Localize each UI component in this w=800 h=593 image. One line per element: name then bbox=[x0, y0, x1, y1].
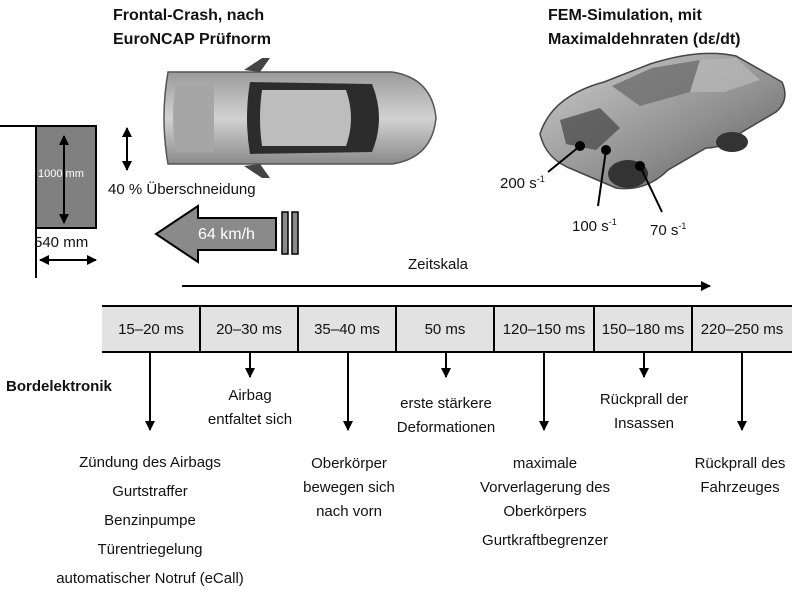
timeline-cell: 220–250 ms bbox=[700, 320, 784, 338]
event-airbag-line: Airbag bbox=[228, 387, 272, 404]
event-rebound-vehicle-line: Rückprall des bbox=[694, 455, 786, 472]
timeline-cell: 120–150 ms bbox=[502, 320, 586, 338]
timeline-cell: 15–20 ms bbox=[118, 320, 184, 338]
strain-rate-200-exp: -1 bbox=[536, 174, 545, 184]
speed-label: 64 km/h bbox=[198, 226, 255, 243]
event-airbag-ignition-line: Benzinpumpe bbox=[104, 512, 196, 529]
left-title: Frontal-Crash, nach EuroNCAP Prüfnorm bbox=[113, 4, 271, 52]
strain-rate-100-exp: -1 bbox=[608, 217, 617, 227]
strain-rate-70-value: 70 s bbox=[650, 222, 679, 239]
strain-rate-200: 200 s-1 bbox=[500, 175, 545, 193]
event-airbag-ignition: Zündung des Airbags Gurtstraffer Benzinp… bbox=[20, 448, 280, 593]
event-airbag-ignition-line: Türentriegelung bbox=[97, 541, 203, 558]
strain-rate-70: 70 s-1 bbox=[650, 222, 686, 240]
fem-car-image bbox=[539, 52, 786, 213]
event-deformation-line: Deformationen bbox=[396, 419, 496, 436]
timeline-cell: 35–40 ms bbox=[314, 320, 380, 338]
event-rebound-vehicle: Rückprall des Fahrzeuges bbox=[680, 452, 800, 500]
event-max-displacement-line: maximale bbox=[512, 455, 578, 472]
timescale-label: Zeitskala bbox=[408, 256, 469, 273]
overlap-label: 40 % Überschneidung bbox=[108, 181, 256, 198]
event-upper-body-line: bewegen sich bbox=[303, 479, 395, 496]
event-arrows bbox=[145, 352, 747, 431]
event-deformation-line: erste stärkere bbox=[400, 395, 492, 412]
event-airbag-ignition-line: automatischer Notruf (eCall) bbox=[56, 570, 244, 587]
event-rebound-occupants-line: Rückprall der bbox=[599, 391, 689, 408]
speed-arrow bbox=[154, 204, 299, 264]
event-rebound-vehicle-line: Fahrzeuges bbox=[700, 479, 780, 496]
car-top-view-image bbox=[163, 58, 437, 178]
left-title-line-1: Frontal-Crash, nach bbox=[113, 7, 265, 24]
event-deformation: erste stärkere Deformationen bbox=[376, 392, 516, 440]
event-max-displacement-line: Vorverlagerung des bbox=[479, 479, 611, 496]
right-title-line-2: Maximaldehnraten (dε/dt) bbox=[548, 31, 741, 48]
barrier-width-label: 540 mm bbox=[34, 234, 89, 251]
timeline-cell: 150–180 ms bbox=[601, 320, 685, 338]
event-max-displacement-line: Oberkörpers bbox=[503, 503, 587, 520]
barrier-height-label: 1000 mm bbox=[38, 168, 84, 180]
timeline-bar bbox=[102, 305, 792, 353]
right-title-line-1: FEM-Simulation, mit bbox=[548, 7, 702, 24]
event-airbag: Airbag entfaltet sich bbox=[190, 384, 310, 432]
left-title-line-2: EuroNCAP Prüfnorm bbox=[113, 31, 271, 48]
strain-rate-100-value: 100 s bbox=[572, 218, 609, 235]
event-max-displacement: maximale Vorverlagerung des Oberkörpers … bbox=[460, 452, 630, 553]
right-title: FEM-Simulation, mit Maximaldehnraten (dε… bbox=[548, 4, 741, 52]
event-airbag-ignition-line: Zündung des Airbags bbox=[79, 454, 221, 471]
strain-rate-100: 100 s-1 bbox=[572, 218, 617, 236]
strain-rate-200-value: 200 s bbox=[500, 175, 537, 192]
event-rebound-occupants-line: Insassen bbox=[613, 415, 675, 432]
event-max-displacement-line: Gurtkraftbegrenzer bbox=[482, 532, 608, 549]
barrier bbox=[0, 125, 97, 278]
timeline-cell: 20–30 ms bbox=[216, 320, 282, 338]
event-upper-body-line: Oberkörper bbox=[311, 455, 387, 472]
bordelektronik-label: Bordelektronik bbox=[6, 378, 112, 395]
event-rebound-occupants: Rückprall der Insassen bbox=[574, 388, 714, 436]
strain-rate-70-exp: -1 bbox=[678, 221, 687, 231]
event-upper-body: Oberkörper bewegen sich nach vorn bbox=[284, 452, 414, 524]
timeline-cell: 50 ms bbox=[424, 320, 466, 338]
event-upper-body-line: nach vorn bbox=[316, 503, 382, 520]
event-airbag-line: entfaltet sich bbox=[207, 411, 293, 428]
event-airbag-ignition-line: Gurtstraffer bbox=[112, 483, 188, 500]
